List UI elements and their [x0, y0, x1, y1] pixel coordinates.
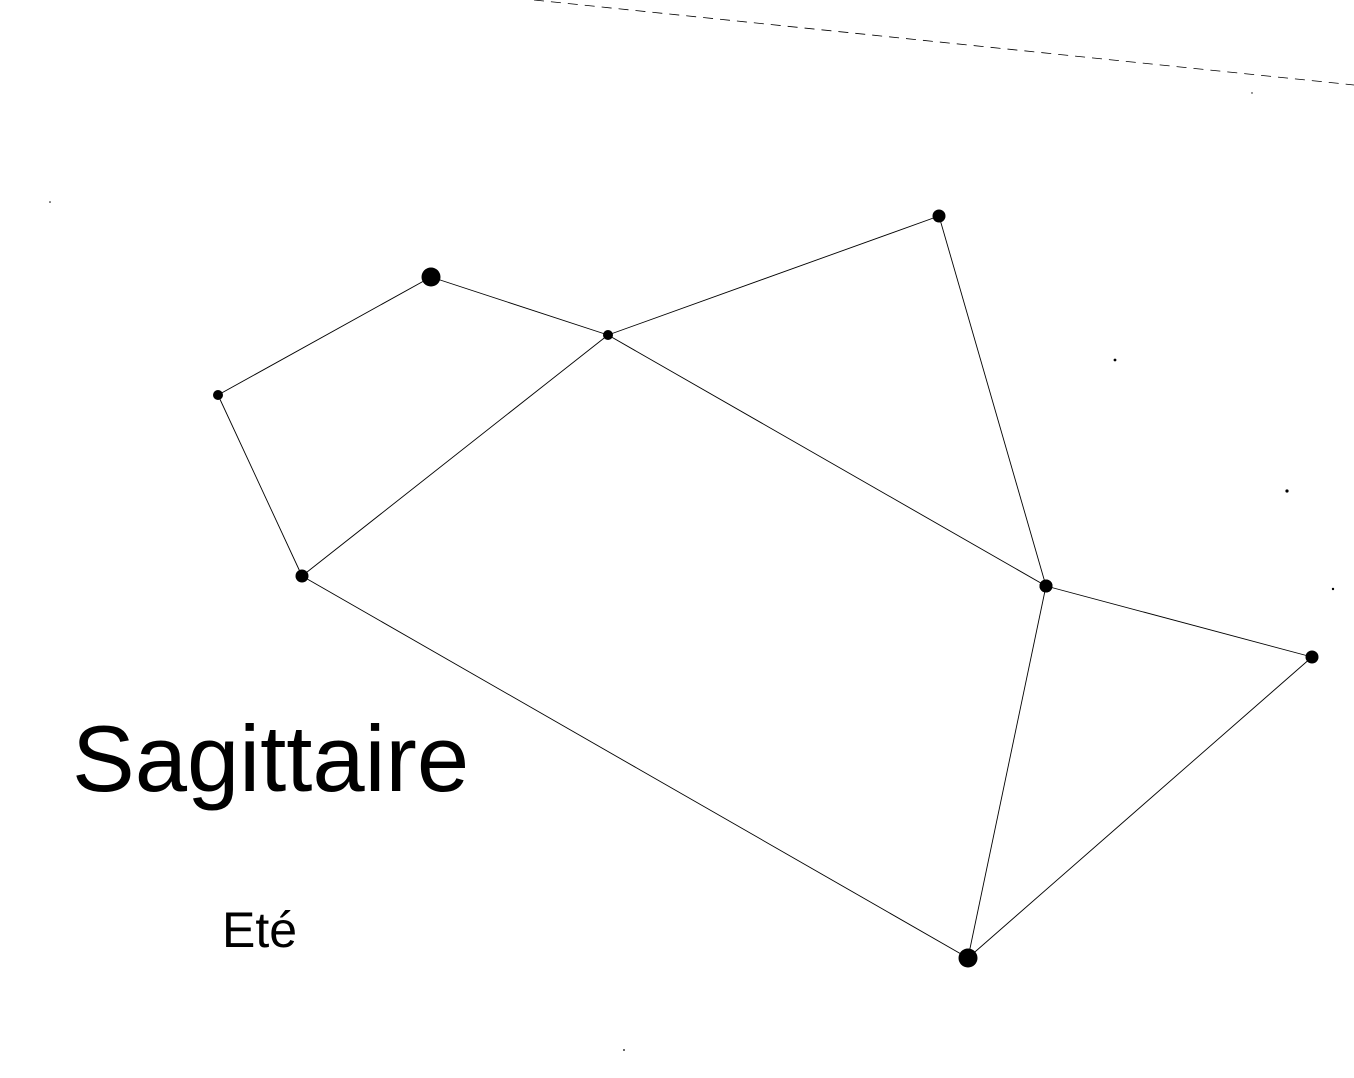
constellation-line: [301, 575, 969, 959]
constellation-lines: [217, 215, 1313, 959]
constellation-line: [938, 215, 1047, 587]
background-star-dot: [49, 201, 51, 203]
ecliptic-dashed-line: [533, 0, 1354, 86]
star-medium: [932, 209, 946, 223]
constellation-line: [967, 656, 1313, 959]
constellation-line: [217, 394, 303, 577]
star-medium: [295, 569, 309, 583]
star-faint: [213, 390, 223, 400]
star-bright: [421, 267, 441, 287]
star-medium: [1305, 650, 1319, 664]
constellation-line: [1045, 585, 1313, 658]
star-medium: [1039, 579, 1053, 593]
background-star-dot: [1251, 92, 1253, 94]
constellation-line: [607, 215, 940, 336]
background-star-dot: [1113, 358, 1117, 362]
constellation-line: [430, 276, 609, 336]
constellation-name: Sagittaire: [72, 706, 470, 811]
background-star-dot: [1331, 587, 1335, 591]
constellation-line: [967, 585, 1047, 959]
background-star-dot: [1285, 489, 1289, 493]
constellation-line: [607, 334, 1047, 587]
background-star-dot: [623, 1049, 625, 1051]
background-stars: [49, 92, 1335, 1051]
constellation-stars: [213, 209, 1319, 968]
season-label: Eté: [222, 902, 298, 958]
constellation-line: [217, 276, 432, 396]
constellation-line: [301, 334, 609, 577]
star-bright: [958, 948, 978, 968]
star-faint: [603, 330, 613, 340]
